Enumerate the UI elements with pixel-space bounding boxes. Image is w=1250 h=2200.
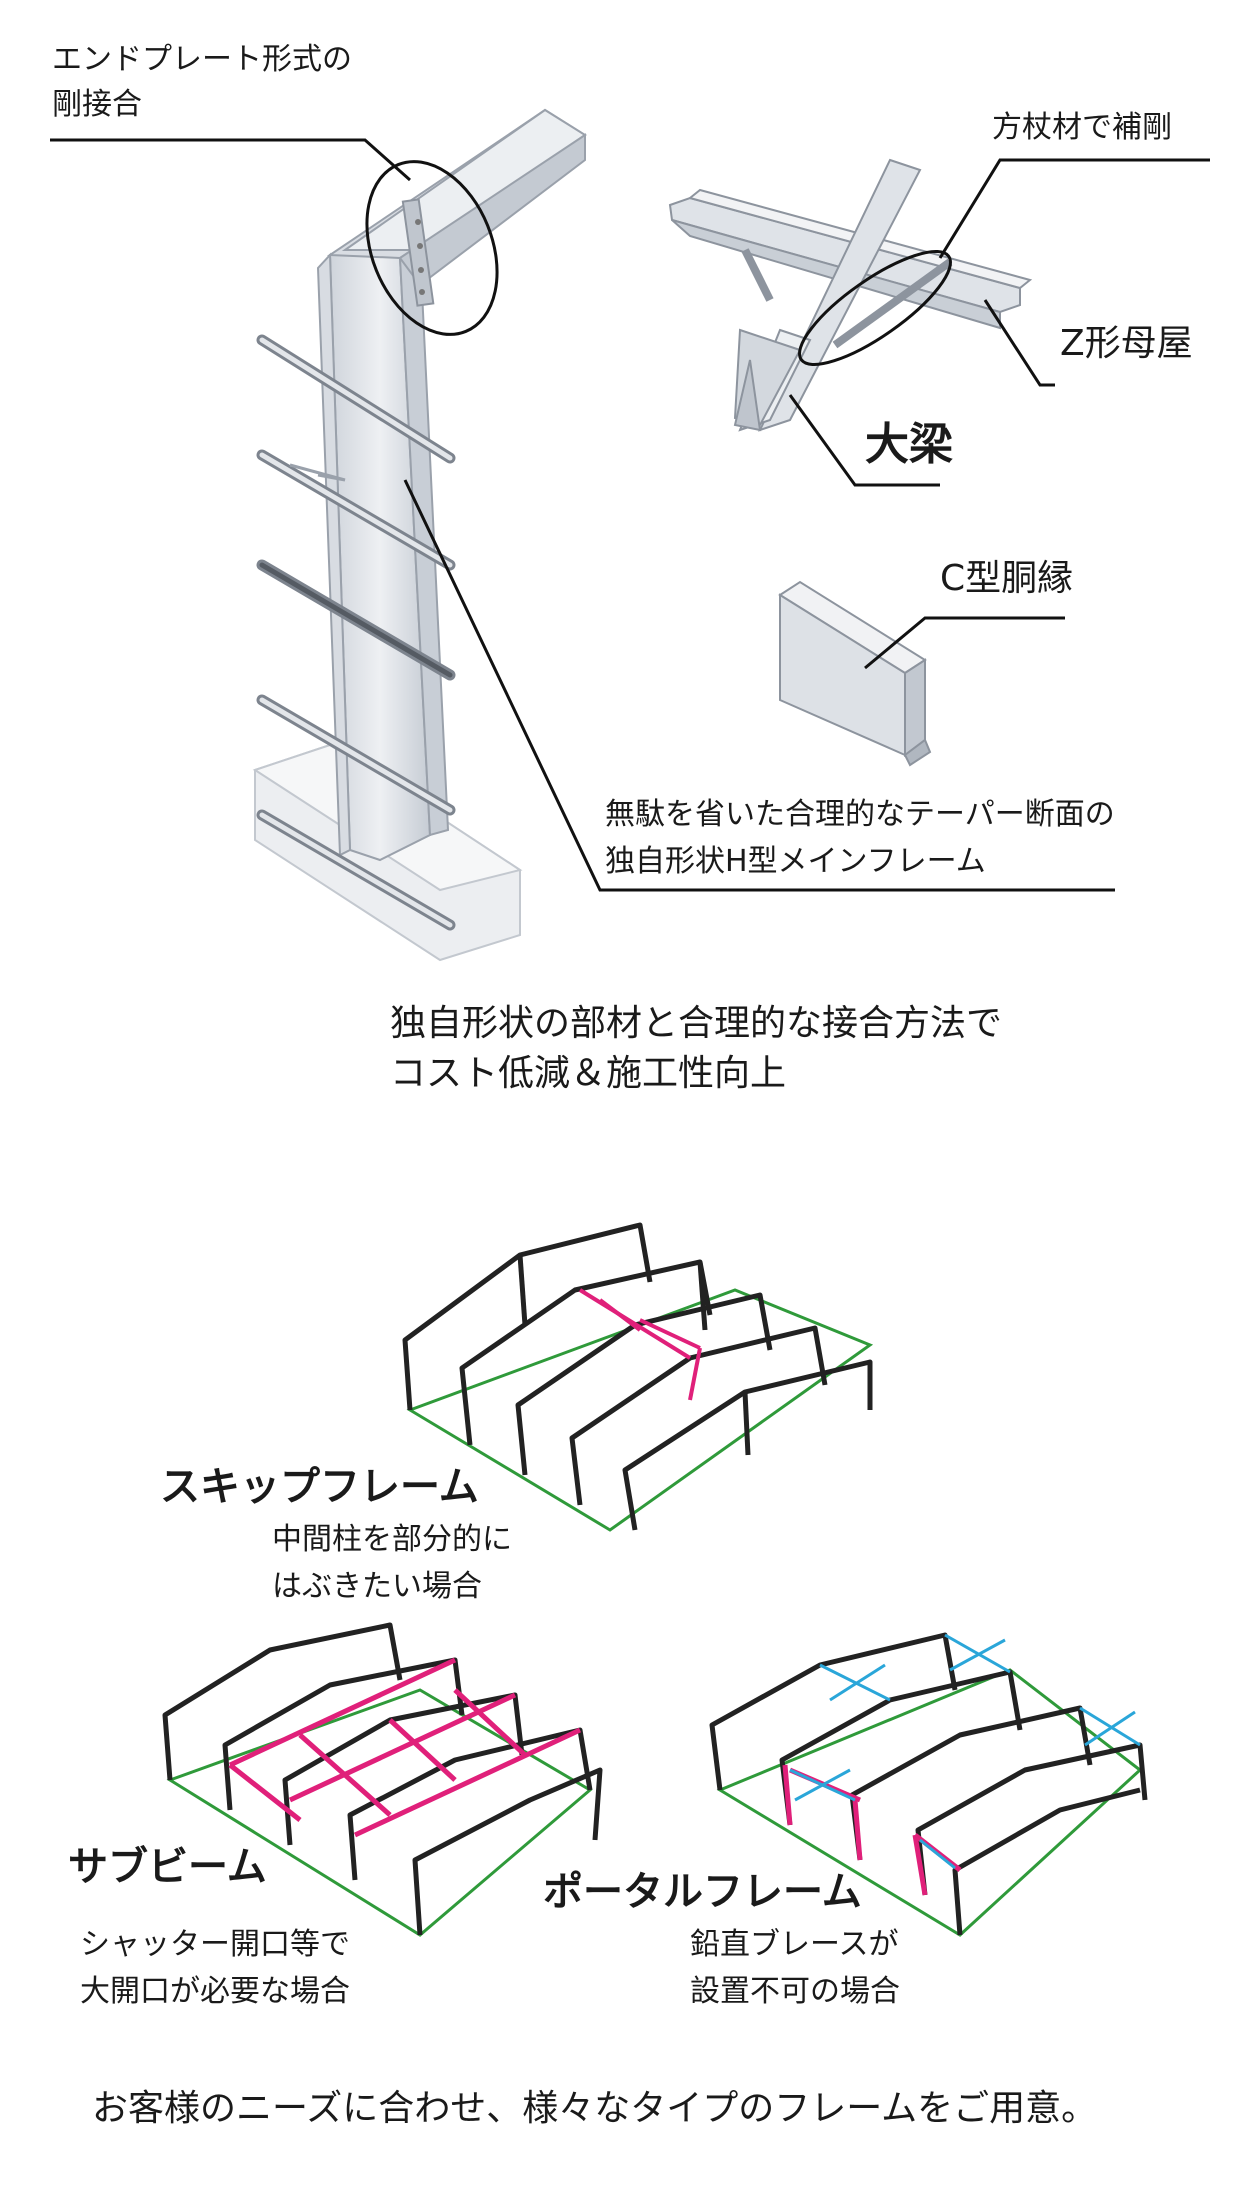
main-frame-label-line1: 無駄を省いた合理的なテーパー断面の [605,797,1115,832]
skip-frame-desc-line2: はぶきたい場合 [272,1569,482,1604]
portal-frame-diagram [709,1632,1148,1937]
portal-frame-desc-line2: 設置不可の場合 [690,1974,900,2009]
skip-frame-diagram [402,1222,874,1532]
skip-frame-title: スキップフレーム [160,1464,479,1510]
sub-beam-diagram [162,1622,603,1937]
c-girt [778,580,932,767]
rafter [326,108,587,307]
sub-beam-title: サブビーム [68,1844,267,1890]
sub-beam-desc-line1: シャッター開口等で [80,1927,350,1962]
portal-frame-title: ポータルフレーム [543,1869,862,1915]
summary-line1: 独自形状の部材と合理的な接合方法で [390,1003,1003,1044]
brace-circle [798,250,952,366]
square-member-label: 方杖材で補剛 [992,110,1172,145]
girts [256,334,456,931]
girt-label: C型胴縁 [940,558,1074,599]
girder-label: 大梁 [865,419,953,470]
purlin-label: Z形母屋 [1060,323,1193,364]
girder-assembly [668,158,1033,432]
portal-frame-desc-line1: 鉛直ブレースが [690,1927,899,1962]
endplate-label-line2: 剛接合 [52,87,142,122]
endplate-label-line1: エンドプレート形式の [52,42,352,77]
footer-caption: お客様のニーズに合わせ、様々なタイプのフレームをご用意。 [92,2088,1098,2129]
sub-beam-desc-line2: 大開口が必要な場合 [80,1974,350,2009]
endplate-joint-circle [365,160,499,336]
summary-line2: コスト低減＆施工性向上 [390,1053,787,1094]
main-frame-label-line2: 独自形状H型メインフレーム [605,844,986,879]
skip-frame-desc-line1: 中間柱を部分的に [272,1522,512,1557]
